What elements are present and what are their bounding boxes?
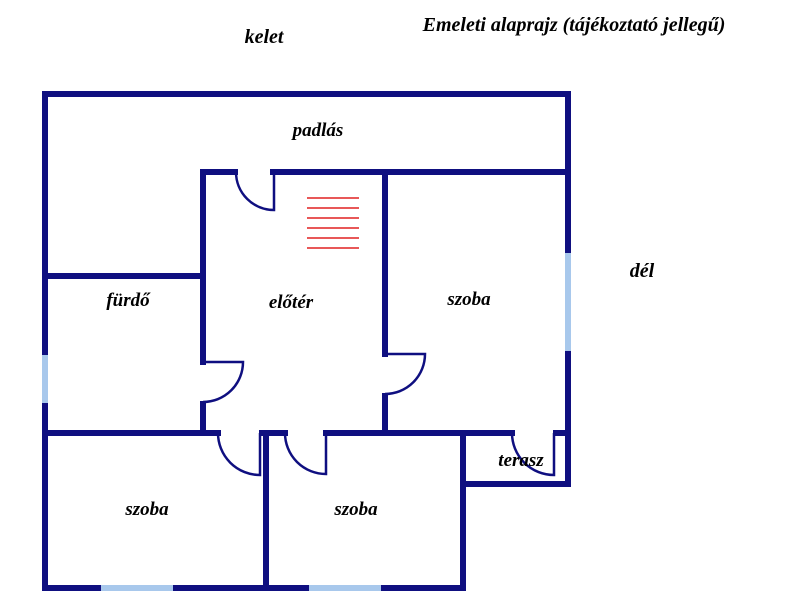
plan-title: Emeleti alaprajz (tájékoztató jellegű) [422, 14, 726, 36]
compass-label-right: dél [630, 260, 655, 282]
room-label-east: szoba [446, 289, 491, 310]
room-label-bathroom: fürdő [106, 290, 151, 311]
room-label-hall: előtér [269, 292, 314, 313]
room-label-terrace: terasz [498, 450, 544, 471]
room-label-s: szoba [333, 499, 378, 520]
compass-label-top: kelet [245, 26, 285, 48]
stairs [307, 197, 359, 249]
windows [42, 250, 571, 591]
room-label-attic: padlás [291, 120, 344, 141]
door-bathroom[interactable] [202, 360, 245, 404]
doors [202, 171, 556, 477]
door-room-s[interactable] [283, 432, 328, 476]
door-terrace[interactable] [510, 432, 556, 477]
door-room-sw[interactable] [216, 432, 262, 477]
door-east-room[interactable] [384, 352, 427, 396]
walls [42, 91, 571, 591]
door-attic[interactable] [234, 171, 276, 212]
room-label-sw: szoba [124, 499, 169, 520]
